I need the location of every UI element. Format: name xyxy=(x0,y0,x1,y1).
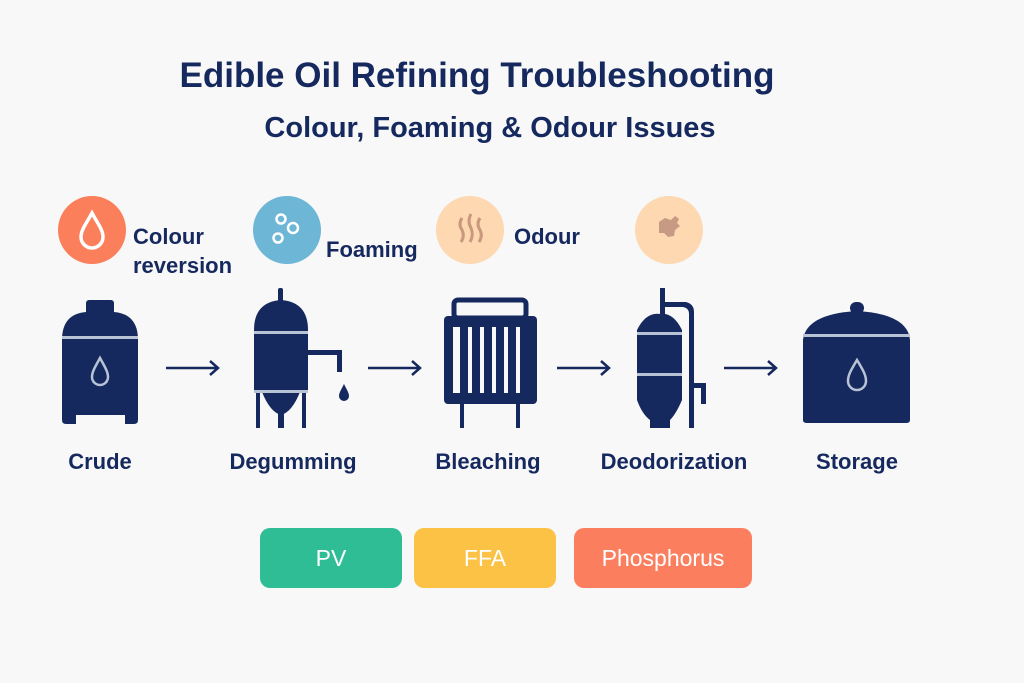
stage-label-deodorization: Deodorization xyxy=(600,449,748,474)
page-title: Edible Oil Refining Troubleshooting xyxy=(179,56,775,95)
page-subtitle: Colour, Foaming & Odour Issues xyxy=(264,112,716,144)
arrow-icon xyxy=(724,360,778,376)
droplet-icon xyxy=(58,196,126,264)
bubbles-icon xyxy=(253,196,321,264)
issue-label-line: reversion xyxy=(133,253,233,278)
stage-label-crude: Crude xyxy=(68,449,132,474)
issue-label-odour: Odour xyxy=(514,224,580,249)
arrow-icon xyxy=(368,360,422,376)
storage-tank-icon xyxy=(803,302,910,423)
badge-pv: PV xyxy=(260,528,402,588)
arrow-icon xyxy=(166,360,220,376)
degumming-tank-icon xyxy=(254,288,349,428)
stage-label-bleaching: Bleaching xyxy=(435,449,541,474)
badge-phosphorus: Phosphorus xyxy=(574,528,752,588)
stage-label-storage: Storage xyxy=(816,449,898,474)
arrow-icon xyxy=(557,360,611,376)
crude-tank-icon xyxy=(62,300,138,424)
stain-icon xyxy=(635,196,703,264)
issue-label-foaming: Foaming xyxy=(326,237,418,262)
stage-label-degumming: Degumming xyxy=(229,449,357,474)
badge-ffa: FFA xyxy=(414,528,556,588)
issue-label-colour-reversion: Colour reversion xyxy=(133,222,232,280)
issue-label-line: Colour xyxy=(133,224,204,249)
deodorizer-column-icon xyxy=(637,288,706,428)
bleaching-filter-icon xyxy=(444,297,537,428)
odour-waves-icon xyxy=(436,196,504,264)
